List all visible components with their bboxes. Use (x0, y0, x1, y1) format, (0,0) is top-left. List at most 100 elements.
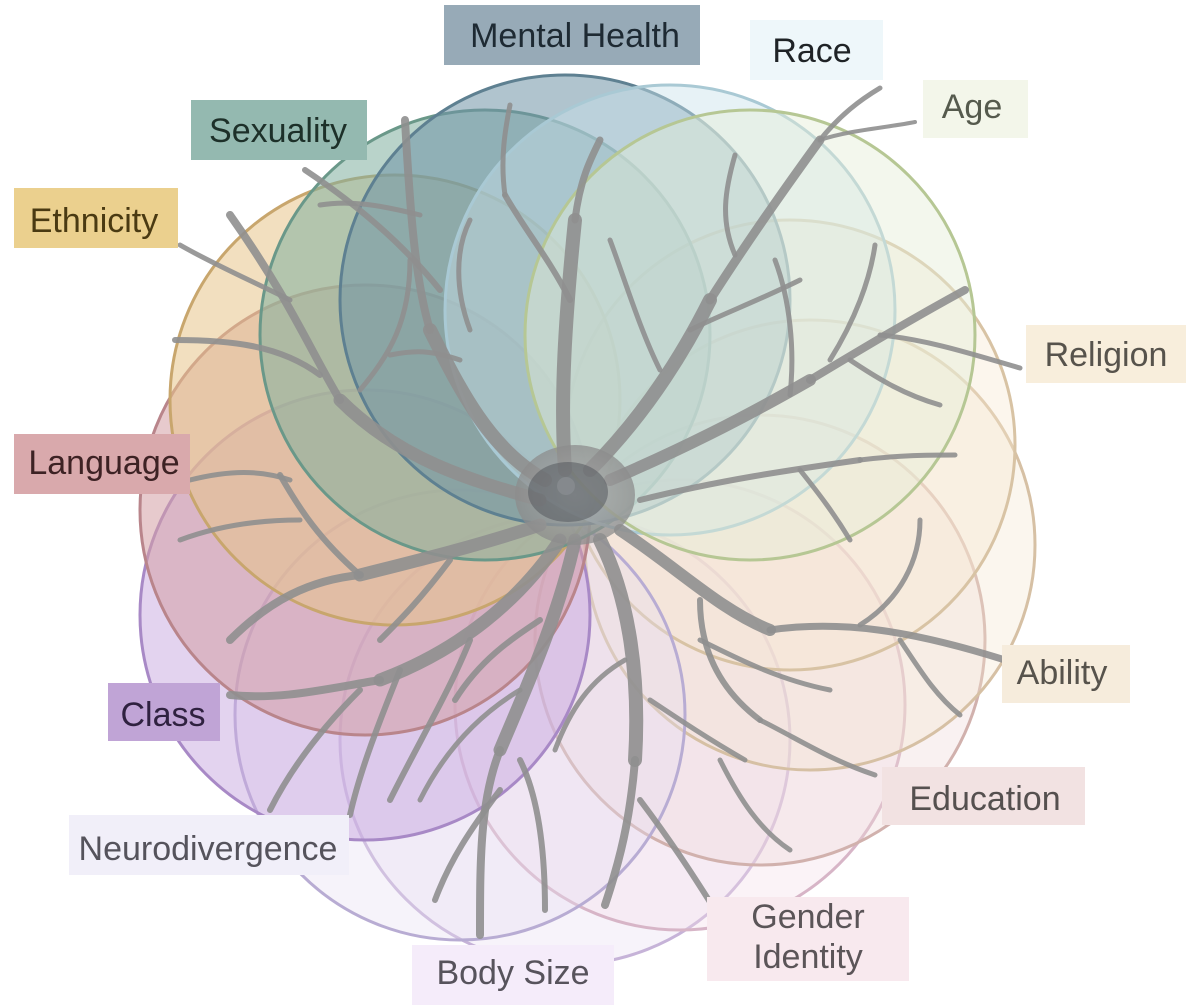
dendrite (401, 116, 434, 334)
label-religion-text: Religion (1045, 336, 1168, 374)
label-ethnicity-text: Ethnicity (30, 202, 159, 240)
label-bg-ability (1002, 645, 1130, 703)
label-bg-body-size (412, 945, 614, 1005)
dendrite (687, 277, 803, 333)
dendrite (593, 533, 644, 767)
dendrite (817, 85, 883, 143)
dendrite (766, 622, 1009, 664)
label-mental-health-text: Mental Health (470, 17, 680, 55)
dendrite (333, 393, 547, 507)
label-mental-health: Mental Health (444, 5, 700, 65)
label-education: Education (882, 767, 1085, 825)
dendrite (387, 349, 463, 363)
label-body-size-text: Body Size (436, 954, 589, 992)
label-sexuality-text: Sexuality (209, 112, 347, 150)
label-bg-education (882, 767, 1085, 825)
label-class-text: Class (120, 696, 205, 734)
dendrite (697, 597, 763, 723)
dendrite (502, 192, 573, 303)
dendrite (302, 167, 443, 293)
dendrite (226, 211, 344, 404)
dendrite (556, 213, 582, 477)
dendrite (637, 457, 863, 503)
neuron (172, 85, 1023, 939)
dendrite (317, 200, 423, 218)
dendrite (377, 557, 453, 643)
dendrite (353, 518, 547, 582)
dendrite (347, 667, 403, 818)
dendrite (847, 357, 943, 408)
label-ability: Ability (1002, 645, 1130, 703)
label-bg-class (108, 683, 220, 741)
dendrite (417, 687, 523, 803)
dendrite (517, 757, 548, 913)
dendrite (877, 332, 1023, 371)
dendrite (705, 135, 825, 305)
dendrite (172, 337, 323, 378)
label-bg-mental-health (444, 5, 700, 65)
dendrite (456, 217, 473, 333)
label-religion: Religion (1026, 325, 1186, 383)
label-bg-ethnicity (14, 188, 178, 248)
label-ethnicity: Ethnicity (14, 188, 178, 248)
dendrite (797, 467, 853, 543)
dendrite (500, 102, 513, 198)
dendrite (493, 533, 582, 757)
dendrite (757, 717, 878, 778)
dendrite (226, 676, 384, 701)
label-bg-language (14, 434, 190, 494)
label-bg-religion (1026, 325, 1186, 383)
label-race: Race (750, 20, 883, 80)
label-age: Age (923, 80, 1028, 138)
label-line: Gender (751, 898, 864, 936)
dendrite (697, 637, 833, 693)
label-education-text: Education (909, 780, 1060, 818)
dendrite (857, 452, 958, 463)
dendrite (177, 517, 303, 543)
dendrite (226, 571, 364, 644)
label-bg-sexuality (191, 100, 367, 160)
soma (515, 445, 635, 545)
dendrite (601, 756, 639, 909)
dendrite (897, 637, 963, 718)
label-neurodivergence: Neurodivergence (69, 815, 349, 875)
dendrite (607, 237, 663, 373)
label-race-text: Race (772, 32, 851, 70)
dendrite (637, 797, 718, 913)
labels: Mental Health Race Age Sexuality Ethnici… (14, 5, 1186, 1005)
dendrite (571, 136, 604, 224)
label-bg-gender-identity (707, 897, 909, 981)
dendrite (277, 472, 363, 578)
label-bg-race (750, 20, 883, 80)
dendrite (857, 517, 923, 628)
label-body-size: Body Size (412, 945, 614, 1005)
dendrite (772, 257, 795, 398)
dendrite (552, 657, 628, 753)
dendrite (373, 533, 567, 687)
label-bg-neurodivergence (69, 815, 349, 875)
dendrite (723, 152, 738, 258)
dendrite (387, 637, 473, 803)
label-class: Class (108, 683, 220, 741)
label-ability-text: Ability (1017, 654, 1108, 692)
dendrite (818, 120, 917, 142)
dendrite (583, 293, 717, 477)
dendrite (614, 524, 776, 636)
dendrite (187, 470, 293, 483)
dendrite (452, 617, 543, 703)
label-bg-age (923, 80, 1028, 138)
label-age-text: Age (942, 88, 1003, 126)
label-line: Identity (753, 938, 863, 976)
dendrite (267, 687, 363, 813)
nucleolus (557, 477, 575, 495)
dendrite (177, 242, 293, 303)
dendrite (432, 787, 503, 903)
dendrite (647, 697, 748, 763)
dendrite (604, 374, 816, 486)
label-language: Language (14, 434, 190, 494)
dendrite (476, 746, 504, 939)
dendrite (717, 757, 793, 853)
